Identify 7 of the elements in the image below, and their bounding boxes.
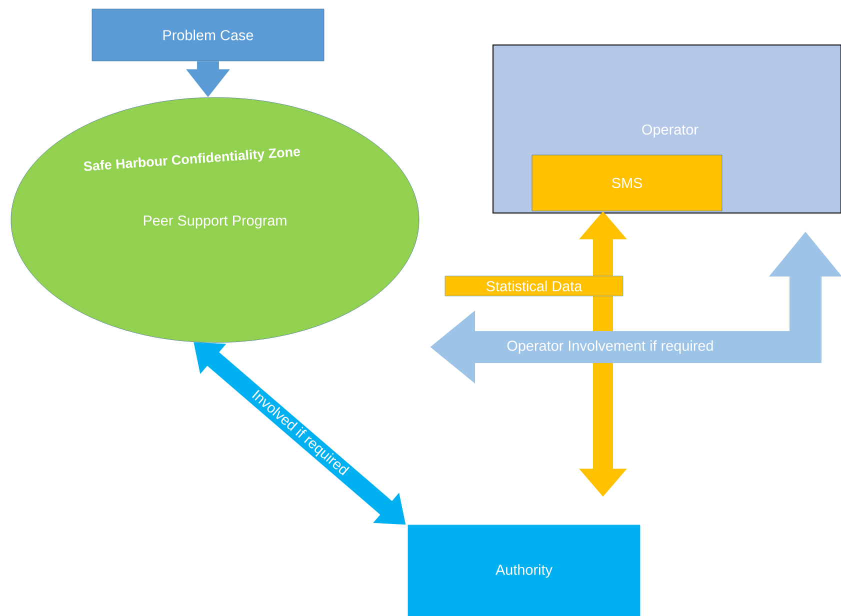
- authority-box: Authority: [408, 524, 640, 616]
- program-label: Peer Support Program: [144, 215, 286, 229]
- operator-label: Operator: [642, 124, 698, 138]
- problem-box: Problem Case: [92, 8, 324, 62]
- zone-title: Safe Harbour Confidentiality Zone: [84, 148, 300, 171]
- edge-label: Statistical Data: [444, 276, 624, 296]
- edge-label: Operator Involvement if required: [506, 339, 715, 355]
